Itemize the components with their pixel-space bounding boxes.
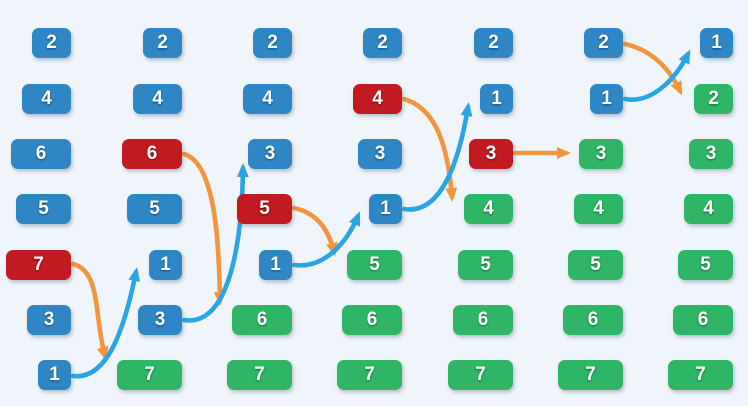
array-box: 7 [668, 360, 733, 390]
swap-arrow-up [291, 211, 361, 268]
array-box: 5 [568, 249, 623, 280]
array-box: 6 [232, 304, 292, 335]
array-box: 7 [337, 360, 402, 390]
array-box: 2 [474, 28, 513, 58]
array-box: 7 [227, 360, 292, 390]
array-box: 2 [694, 83, 733, 114]
array-box: 5 [347, 249, 402, 280]
array-box: 3 [579, 138, 623, 169]
array-box: 3 [469, 138, 513, 169]
swap-arrow-up [70, 267, 141, 379]
array-box: 3 [248, 138, 292, 169]
array-box: 1 [590, 83, 623, 114]
array-box: 2 [584, 28, 623, 58]
array-box: 5 [127, 194, 182, 224]
swap-arrow-down [622, 41, 683, 96]
array-box: 2 [253, 28, 292, 58]
array-box: 1 [700, 28, 733, 58]
array-box: 4 [353, 83, 402, 114]
array-box: 1 [259, 249, 292, 280]
array-box: 4 [464, 194, 513, 224]
array-box: 3 [138, 304, 182, 335]
swap-arrow-down [401, 96, 458, 202]
array-box: 6 [122, 138, 182, 169]
swap-arrow-down [70, 261, 109, 361]
array-box: 6 [342, 304, 402, 335]
array-box: 4 [133, 83, 182, 114]
array-box: 6 [11, 138, 71, 169]
array-box: 3 [358, 138, 402, 169]
array-box: 6 [673, 304, 733, 335]
array-box: 6 [453, 304, 513, 335]
swap-arrow-up [622, 49, 691, 102]
array-box: 7 [448, 360, 513, 390]
array-box: 3 [27, 304, 71, 335]
array-box: 3 [689, 138, 733, 169]
array-box: 2 [143, 28, 182, 58]
swap-arrow-down [291, 205, 338, 257]
array-box: 4 [243, 83, 292, 114]
array-box: 5 [16, 194, 71, 224]
array-box: 7 [117, 360, 182, 390]
array-box: 1 [38, 360, 71, 390]
array-box: 7 [558, 360, 623, 390]
swap-arrow-down [181, 151, 226, 306]
array-box: 1 [480, 83, 513, 114]
array-box: 4 [22, 83, 71, 114]
array-box: 7 [6, 249, 71, 280]
array-box: 4 [684, 194, 733, 224]
array-box: 2 [363, 28, 402, 58]
array-box: 2 [32, 28, 71, 58]
swap-arrow-up [401, 102, 473, 212]
array-box: 1 [149, 249, 182, 280]
array-box: 5 [237, 194, 292, 224]
array-box: 6 [563, 304, 623, 335]
array-box: 5 [678, 249, 733, 280]
array-box: 4 [574, 194, 623, 224]
array-box: 5 [458, 249, 513, 280]
array-box: 1 [369, 194, 402, 224]
